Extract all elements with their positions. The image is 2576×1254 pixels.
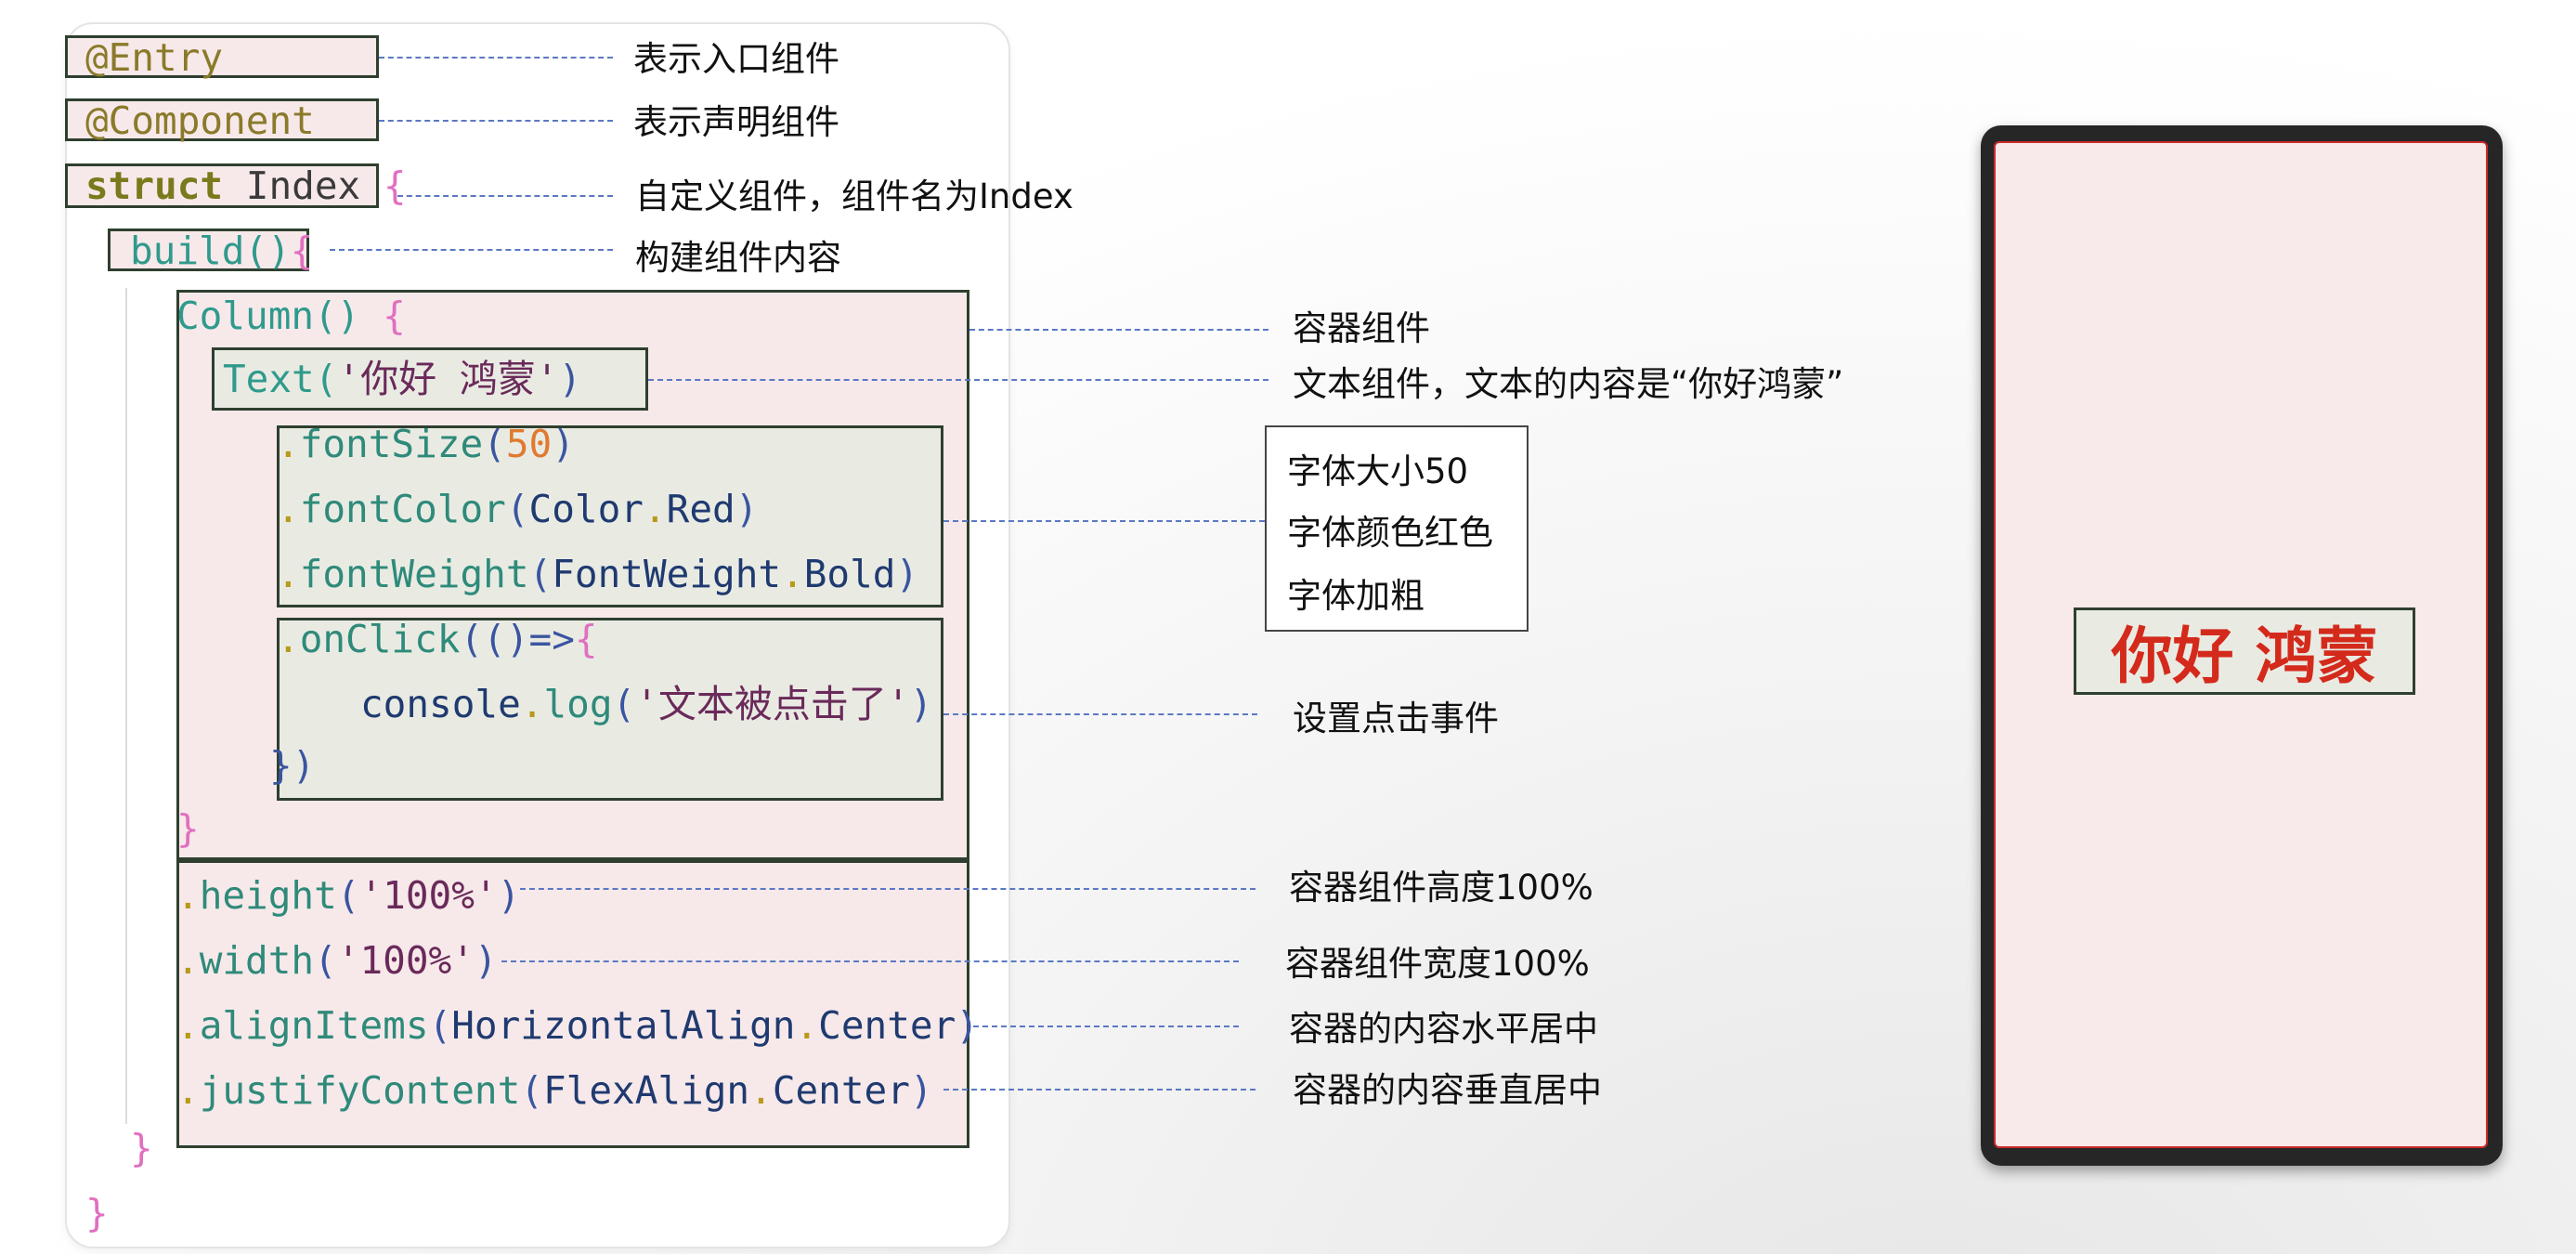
label-font-weight: 字体加粗 <box>1287 576 1425 616</box>
label-component: 表示声明组件 <box>633 102 839 142</box>
fontsize-method: fontSize <box>299 422 484 466</box>
code-line-fontsize: .fontSize(50) <box>277 422 575 466</box>
component-decorator: @Component <box>85 98 315 143</box>
build-open-brace: { <box>290 229 314 273</box>
connector-build <box>330 249 613 251</box>
label-height: 容器组件高度100% <box>1289 868 1594 908</box>
connector-align <box>973 1025 1239 1027</box>
label-column: 容器组件 <box>1293 308 1430 348</box>
onclick-method: onClick <box>299 617 461 661</box>
connector-width <box>501 960 1239 962</box>
struct-keyword: struct <box>85 163 224 208</box>
code-line-width: .width('100%') <box>176 938 498 983</box>
fontsize-value: 50 <box>505 422 553 466</box>
code-line-onclick: .onClick(()=>{ <box>277 617 598 661</box>
log-method: log <box>543 682 613 726</box>
onclick-open-brace: { <box>574 617 598 661</box>
connector-justify <box>943 1089 1255 1091</box>
code-line-struct-close: } <box>85 1191 109 1235</box>
indent-guide <box>125 288 127 1124</box>
justifycontent-object: FlexAlign <box>542 1068 750 1113</box>
label-text: 文本组件，文本的内容是“你好鸿蒙” <box>1293 364 1844 404</box>
connector-component <box>379 120 613 122</box>
code-line-alignitems: .alignItems(HorizontalAlign.Center) <box>176 1003 979 1048</box>
entry-decorator: @Entry <box>85 35 224 80</box>
label-build: 构建组件内容 <box>635 238 841 278</box>
code-line-column: Column() { <box>176 294 406 338</box>
alignitems-value: Center <box>818 1003 956 1048</box>
code-line-entry: @Entry <box>85 35 223 80</box>
log-argument: '文本被点击了' <box>635 682 910 726</box>
justifycontent-method: justifyContent <box>199 1068 521 1113</box>
console-object: console <box>360 682 521 726</box>
column-open-brace: { <box>383 294 406 338</box>
onclick-highlight <box>277 618 943 801</box>
code-line-build-close: } <box>130 1126 153 1170</box>
connector-entry <box>379 57 613 59</box>
code-line-fontweight: .fontWeight(FontWeight.Bold) <box>277 552 919 596</box>
code-line-struct: struct Index { <box>85 163 407 208</box>
code-line-justifycontent: .justifyContent(FlexAlign.Center) <box>176 1068 933 1113</box>
connector-struct <box>397 195 613 197</box>
fontweight-method: fontWeight <box>299 552 529 596</box>
struct-name: Index <box>245 163 361 208</box>
height-argument: '100%' <box>359 873 498 918</box>
fontweight-object: FontWeight <box>552 552 782 596</box>
fontcolor-object: Color <box>528 487 644 531</box>
fontcolor-value: Red <box>666 487 735 531</box>
connector-font <box>943 520 1265 522</box>
text-call: Text( <box>223 357 338 401</box>
font-modifiers-highlight <box>277 425 943 607</box>
component-highlight <box>65 98 379 141</box>
width-method: width <box>199 938 315 983</box>
struct-open-brace: { <box>383 163 407 208</box>
font-properties-box <box>1265 425 1529 632</box>
code-line-fontcolor: .fontColor(Color.Red) <box>277 487 759 531</box>
text-close-paren: ) <box>558 357 582 401</box>
preview-text: 你好 鸿蒙 <box>2111 620 2378 692</box>
code-line-column-close: } <box>176 806 200 851</box>
label-font-size: 字体大小50 <box>1287 451 1469 491</box>
text-argument: '你好 鸿蒙' <box>337 357 559 401</box>
label-width: 容器组件宽度100% <box>1285 944 1590 984</box>
code-line-build: build(){ <box>130 229 313 273</box>
struct-highlight <box>65 163 379 208</box>
build-call: build() <box>130 229 291 273</box>
preview-text-component[interactable]: 你好 鸿蒙 <box>2074 607 2415 695</box>
label-justify: 容器的内容垂直居中 <box>1293 1070 1602 1110</box>
connector-column <box>969 329 1268 331</box>
entry-highlight <box>65 35 379 78</box>
column-modifiers-highlight <box>176 860 969 1148</box>
column-call: Column() <box>176 294 360 338</box>
struct-close-brace: } <box>85 1191 109 1235</box>
code-line-onclick-end: }) <box>269 743 315 788</box>
onclick-args: (()=> <box>460 617 575 661</box>
label-onclick: 设置点击事件 <box>1293 699 1499 738</box>
connector-height <box>520 888 1255 890</box>
column-close-brace: } <box>176 806 200 851</box>
onclick-close: }) <box>269 743 316 788</box>
code-line-console: console.log('文本被点击了') <box>360 682 933 726</box>
label-align: 容器的内容水平居中 <box>1289 1009 1598 1049</box>
text-highlight <box>212 347 648 411</box>
connector-text <box>648 379 1268 381</box>
width-argument: '100%' <box>336 938 475 983</box>
code-line-component: @Component <box>85 98 315 143</box>
code-line-text: Text('你好 鸿蒙') <box>223 357 581 401</box>
fontcolor-method: fontColor <box>299 487 506 531</box>
code-line-height: .height('100%') <box>176 873 521 918</box>
label-font-color: 字体颜色红色 <box>1287 513 1493 553</box>
build-highlight <box>108 229 309 271</box>
connector-onclick <box>943 713 1257 715</box>
justifycontent-value: Center <box>772 1068 910 1113</box>
label-struct: 自定义组件，组件名为Index <box>635 176 1073 216</box>
fontweight-value: Bold <box>803 552 896 596</box>
label-entry: 表示入口组件 <box>633 39 839 79</box>
build-close-brace: } <box>130 1126 153 1170</box>
alignitems-method: alignItems <box>199 1003 429 1048</box>
alignitems-object: HorizontalAlign <box>451 1003 796 1048</box>
height-method: height <box>199 873 337 918</box>
